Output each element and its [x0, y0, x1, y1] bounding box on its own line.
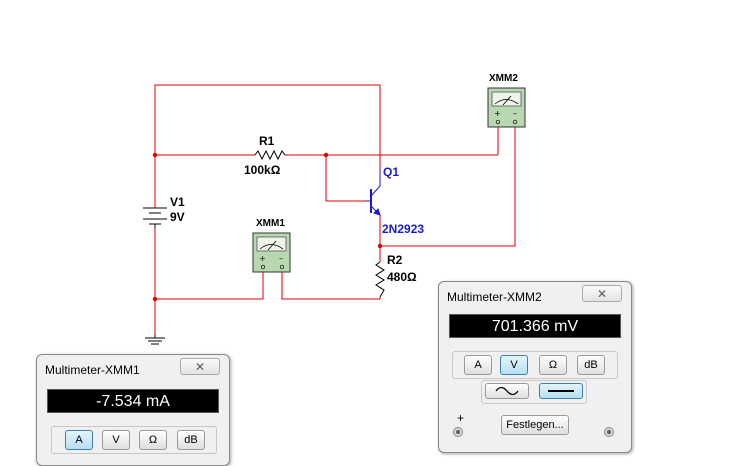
ohmmeter-button[interactable]: Ω	[539, 355, 567, 375]
ammeter-button[interactable]: A	[464, 355, 492, 375]
multimeter-xmm1-window[interactable]: Multimeter-XMM1 ✕ -7.534 mA A V Ω dB	[36, 354, 230, 466]
mode-button-group	[481, 380, 587, 404]
ammeter-button[interactable]: A	[65, 430, 93, 450]
xmm1-name: XMM1	[256, 218, 285, 229]
q1-name: Q1	[383, 165, 399, 179]
voltmeter-button[interactable]: V	[500, 355, 528, 375]
resistor-r2[interactable]: R2 480Ω	[375, 253, 417, 298]
xmm2-name: XMM2	[489, 73, 518, 84]
decibel-button[interactable]: dB	[577, 355, 605, 375]
wires	[154, 84, 516, 335]
ohmmeter-button[interactable]: Ω	[139, 430, 167, 450]
r2-value: 480Ω	[387, 270, 417, 284]
settings-button[interactable]: Festlegen...	[501, 415, 569, 435]
close-icon[interactable]: ✕	[180, 358, 220, 375]
multimeter-xmm2-title: Multimeter-XMM2	[447, 290, 542, 304]
meter-symbol-xmm2[interactable]: XMM2 + –	[487, 73, 526, 128]
ground-symbol	[145, 335, 165, 345]
svg-text:+: +	[259, 254, 266, 263]
multimeter-xmm2-reading: 701.366 mV	[449, 314, 621, 338]
v1-value: 9V	[170, 210, 185, 224]
svg-text:–: –	[279, 254, 283, 263]
positive-terminal-label: +	[457, 411, 465, 425]
voltmeter-button[interactable]: V	[102, 430, 130, 450]
meter-symbol-xmm1[interactable]: XMM1 + –	[252, 218, 291, 273]
function-button-group	[452, 351, 618, 379]
circuit-schematic: R1 100kΩ R2 480Ω V1 9V Q1 2N2923 XMM1	[143, 73, 526, 345]
positive-terminal-icon[interactable]	[453, 427, 463, 437]
dc-mode-button[interactable]	[539, 383, 583, 399]
v1-name: V1	[170, 195, 185, 209]
decibel-button[interactable]: dB	[177, 430, 205, 450]
svg-text:–: –	[513, 109, 517, 118]
ac-wave-icon	[495, 386, 519, 396]
r1-name: R1	[259, 134, 275, 148]
multimeter-xmm2-window[interactable]: Multimeter-XMM2 ✕ 701.366 mV A V Ω dB + …	[438, 281, 632, 453]
multimeter-xmm1-reading: -7.534 mA	[47, 389, 219, 413]
r2-name: R2	[387, 253, 403, 267]
svg-text:+: +	[494, 109, 501, 118]
close-icon[interactable]: ✕	[582, 285, 622, 302]
ac-mode-button[interactable]	[485, 383, 529, 399]
r1-value: 100kΩ	[244, 163, 281, 177]
transistor-q1[interactable]: Q1 2N2923	[365, 165, 424, 236]
junctions	[152, 152, 383, 302]
dc-line-icon	[548, 390, 574, 392]
function-button-group	[51, 426, 217, 454]
battery-v1[interactable]: V1 9V	[143, 195, 185, 228]
q1-model: 2N2923	[382, 222, 424, 236]
resistor-r1[interactable]: R1 100kΩ	[244, 134, 286, 177]
negative-terminal-icon[interactable]	[604, 427, 614, 437]
multimeter-xmm1-title: Multimeter-XMM1	[45, 363, 140, 377]
